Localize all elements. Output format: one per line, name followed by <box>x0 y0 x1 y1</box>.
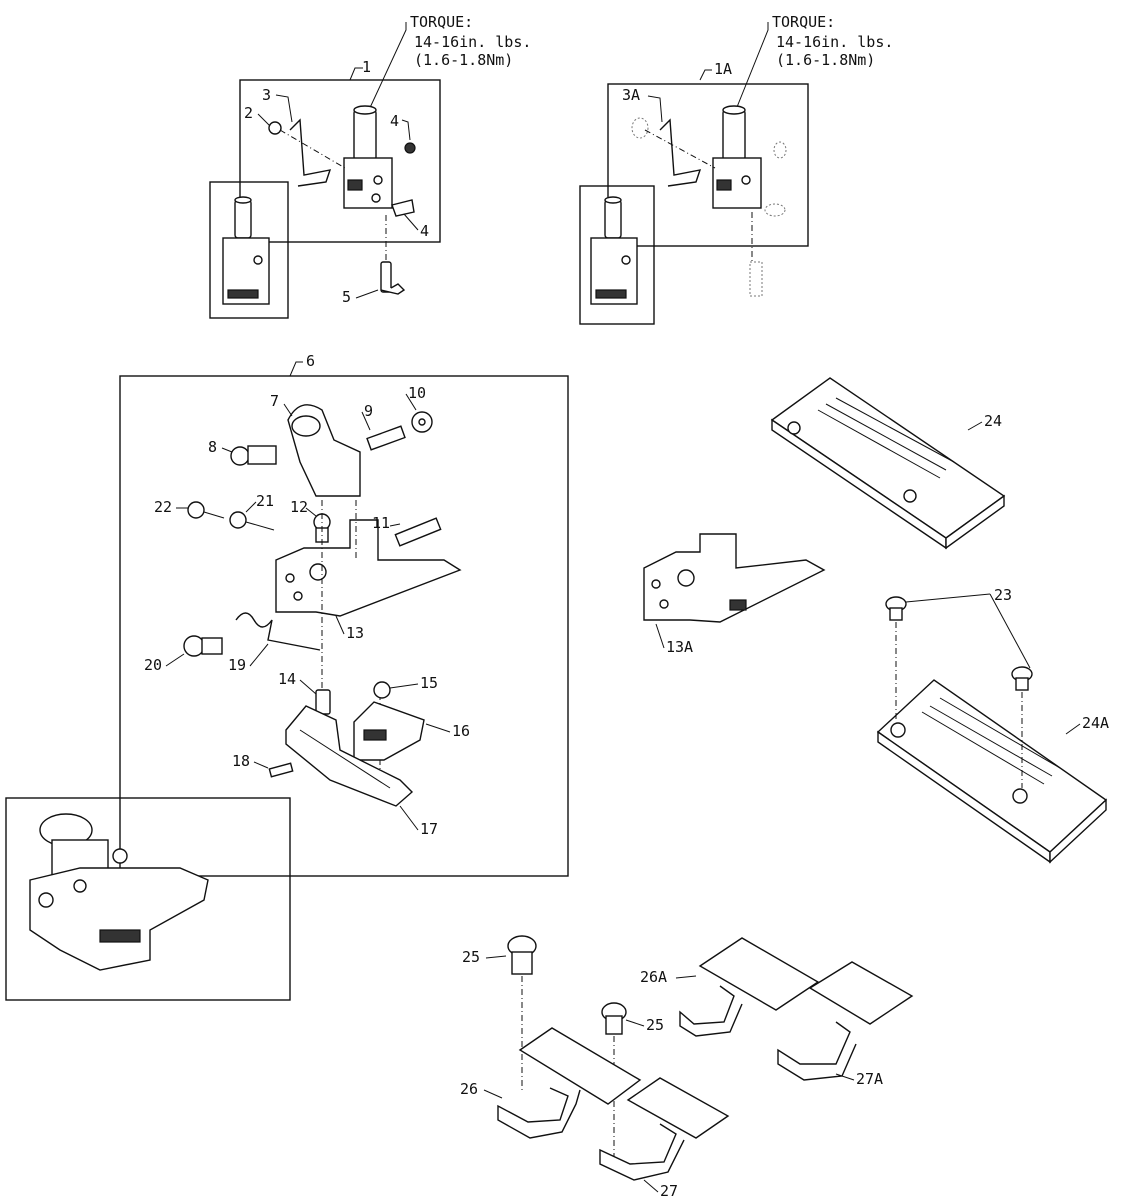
label-part-24A: 24A <box>1082 714 1109 732</box>
torque-note-right-line2: 14-16in. lbs. <box>776 33 893 51</box>
assembly-group-1 <box>209 67 441 319</box>
needle-plate-24 <box>770 377 1006 550</box>
label-part-7: 7 <box>270 392 279 410</box>
torque-note-right-line1: TORQUE: <box>772 13 835 31</box>
label-part-4-upper: 4 <box>390 112 399 130</box>
label-part-6: 6 <box>306 352 315 370</box>
label-part-13: 13 <box>346 624 364 642</box>
part-labels: 1 1A 2 3 3A 4 4 5 6 7 8 9 10 11 12 13 13… <box>144 58 1109 1200</box>
label-part-2: 2 <box>244 104 253 122</box>
label-part-21: 21 <box>256 492 274 510</box>
group-1A-frame <box>607 83 809 247</box>
label-part-10: 10 <box>408 384 426 402</box>
label-part-9: 9 <box>364 402 373 420</box>
label-part-14: 14 <box>278 670 296 688</box>
label-part-24: 24 <box>984 412 1002 430</box>
feed-dogs-group <box>497 935 914 1181</box>
needle-plate-24A <box>876 593 1108 864</box>
assembly-group-1A <box>579 69 809 325</box>
assembly-group-6 <box>5 361 569 1001</box>
group-1A-inset-frame <box>579 185 655 325</box>
label-part-20: 20 <box>144 656 162 674</box>
block-13A <box>643 533 826 623</box>
label-part-15: 15 <box>420 674 438 692</box>
label-part-27A: 27A <box>856 1070 883 1088</box>
label-part-26: 26 <box>460 1080 478 1098</box>
label-part-3: 3 <box>262 86 271 104</box>
group-6-frame <box>119 375 569 877</box>
torque-note-left: TORQUE: 14-16in. lbs. (1.6-1.8Nm) <box>367 13 531 113</box>
label-part-5: 5 <box>342 288 351 306</box>
label-part-13A: 13A <box>666 638 693 656</box>
label-part-3A: 3A <box>622 86 640 104</box>
label-part-4-lower: 4 <box>420 222 429 240</box>
label-part-19: 19 <box>228 656 246 674</box>
label-part-12: 12 <box>290 498 308 516</box>
label-part-8: 8 <box>208 438 217 456</box>
torque-note-left-line3: (1.6-1.8Nm) <box>414 51 513 69</box>
group-6-inset-frame <box>5 797 291 1001</box>
label-part-1: 1 <box>362 58 371 76</box>
label-part-23: 23 <box>994 586 1012 604</box>
label-part-26A: 26A <box>640 968 667 986</box>
label-part-25-right: 25 <box>646 1016 664 1034</box>
label-part-27: 27 <box>660 1182 678 1200</box>
label-part-11: 11 <box>372 514 390 532</box>
group-1-inset-frame <box>209 181 289 319</box>
label-part-18: 18 <box>232 752 250 770</box>
torque-note-right: TORQUE: 14-16in. lbs. (1.6-1.8Nm) <box>734 13 893 113</box>
label-part-1A: 1A <box>714 60 732 78</box>
torque-note-left-line1: TORQUE: <box>410 13 473 31</box>
group-1-frame <box>239 79 441 243</box>
label-part-17: 17 <box>420 820 438 838</box>
torque-note-left-line2: 14-16in. lbs. <box>414 33 531 51</box>
label-part-16: 16 <box>452 722 470 740</box>
label-part-25-left: 25 <box>462 948 480 966</box>
torque-note-right-line3: (1.6-1.8Nm) <box>776 51 875 69</box>
label-part-22: 22 <box>154 498 172 516</box>
